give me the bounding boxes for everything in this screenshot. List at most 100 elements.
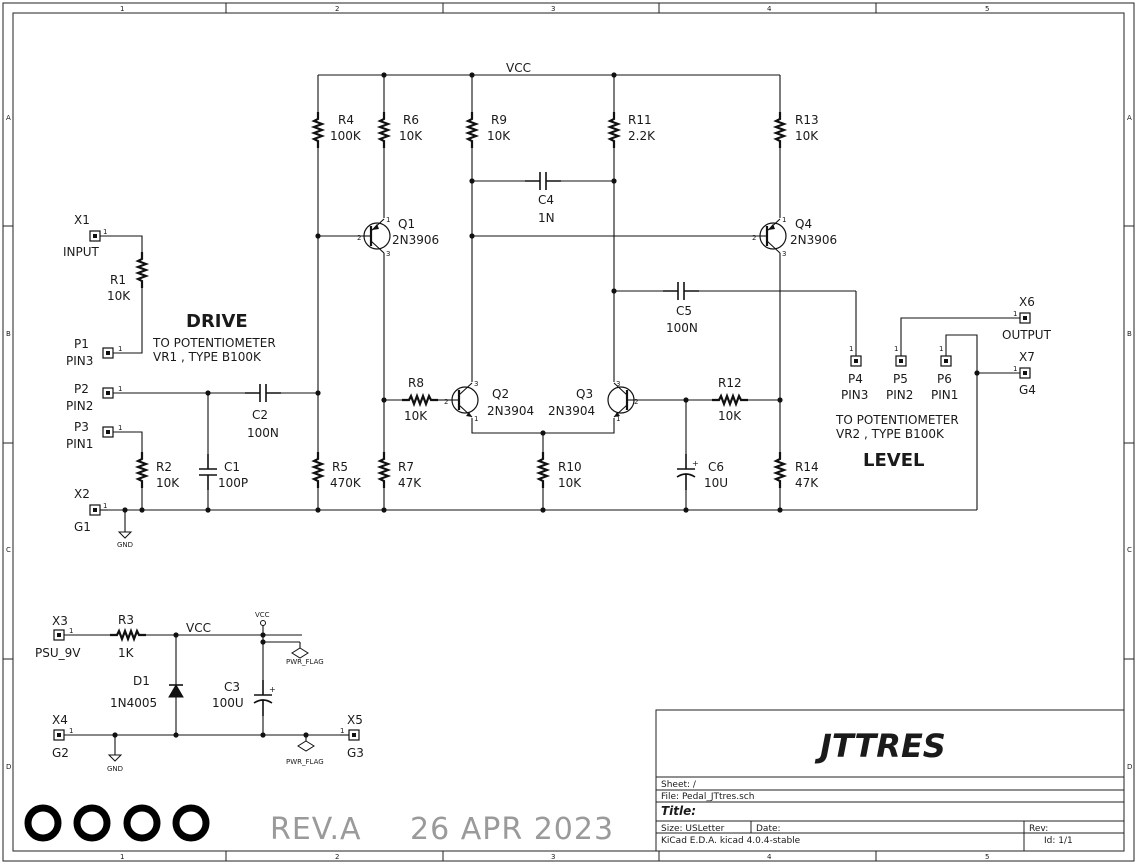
row-label-a-right: A xyxy=(1127,114,1132,122)
r13-value: 10K xyxy=(795,129,819,143)
level-note-line1: TO POTENTIOMETER xyxy=(835,413,959,427)
row-label-b-right: B xyxy=(1127,330,1132,338)
p6-ref: P6 xyxy=(937,372,952,386)
capacitor-c2: C2 100N xyxy=(244,383,282,440)
q1-ref: Q1 xyxy=(398,217,415,231)
x1-name: INPUT xyxy=(63,245,100,259)
d1-ref: D1 xyxy=(133,674,150,688)
x3-name: PSU_9V xyxy=(35,646,81,660)
vcc-flag-symbol: VCC xyxy=(255,611,270,626)
r7-value: 47K xyxy=(398,476,422,490)
p1-ref: P1 xyxy=(74,337,89,351)
p4-name: PIN3 xyxy=(841,388,868,402)
resistor-r9: R9 10K xyxy=(466,110,511,150)
tb-tool: KiCad E.D.A. kicad 4.0.4-stable xyxy=(661,836,801,846)
c6-ref: C6 xyxy=(708,460,724,474)
row-label-d: D xyxy=(6,763,11,771)
svg-text:1: 1 xyxy=(386,216,390,224)
row-label-c-right: C xyxy=(1127,546,1132,554)
r4-value: 100K xyxy=(330,129,362,143)
r1-ref: R1 xyxy=(110,273,126,287)
pwr-flag-symbol-1: PWR_FLAG xyxy=(286,647,324,666)
svg-text:1: 1 xyxy=(118,345,122,353)
connector-x7: 1 X7 G4 xyxy=(1013,350,1036,397)
tb-sheet: Sheet: / xyxy=(661,780,697,790)
diode-d1: D1 1N4005 xyxy=(110,674,184,710)
svg-text:1: 1 xyxy=(616,415,620,423)
x6-ref: X6 xyxy=(1019,295,1035,309)
junctions xyxy=(112,72,980,738)
r5-value: 470K xyxy=(330,476,362,490)
x3-ref: X3 xyxy=(52,614,68,628)
pwr-flag-label-2: PWR_FLAG xyxy=(286,758,324,766)
c2-ref: C2 xyxy=(252,408,268,422)
capacitor-c3: C3 100U xyxy=(212,679,277,717)
svg-text:1: 1 xyxy=(69,627,73,635)
r10-ref: R10 xyxy=(558,460,582,474)
capacitor-c4: C4 1N xyxy=(524,171,562,225)
mounting-hole-2 xyxy=(73,804,111,842)
gnd-symbol-1: GND xyxy=(117,523,133,549)
p2-ref: P2 xyxy=(74,382,89,396)
resistor-r6: R6 10K xyxy=(378,110,423,150)
connector-x1: 1 X1 INPUT xyxy=(63,213,107,259)
resistor-r11: R11 2.2K xyxy=(608,110,656,150)
resistor-r1: R1 10K xyxy=(107,250,148,303)
r8-ref: R8 xyxy=(408,376,424,390)
p3-name: PIN1 xyxy=(66,437,93,451)
x4-name: G2 xyxy=(52,746,69,760)
svg-text:1: 1 xyxy=(103,502,107,510)
svg-text:2: 2 xyxy=(444,398,448,406)
p6-name: PIN1 xyxy=(931,388,958,402)
gnd-label-2: GND xyxy=(107,765,123,773)
col-label-5: 5 xyxy=(985,5,989,13)
q2-ref: Q2 xyxy=(492,387,509,401)
svg-text:2: 2 xyxy=(634,398,638,406)
tb-date-label: Date: xyxy=(756,824,781,834)
level-note-line2: VR2 , TYPE B100K xyxy=(836,427,945,441)
resistor-r10: R10 10K xyxy=(537,450,582,490)
project-title: JTTRES xyxy=(814,727,946,765)
tb-rev-label: Rev: xyxy=(1029,824,1048,834)
r2-value: 10K xyxy=(156,476,180,490)
col-label-5-bottom: 5 xyxy=(985,853,989,861)
net-label-vcc: VCC xyxy=(506,61,531,75)
q2-value: 2N3904 xyxy=(487,404,534,418)
p3-ref: P3 xyxy=(74,420,89,434)
r8-value: 10K xyxy=(404,409,428,423)
c4-ref: C4 xyxy=(538,193,554,207)
transistor-q1: 1 2 3 Q1 2N3906 xyxy=(357,216,439,258)
svg-text:3: 3 xyxy=(616,380,620,388)
col-label-1: 1 xyxy=(120,5,124,13)
connector-x3: 1 X3 PSU_9V xyxy=(35,614,81,660)
svg-text:1: 1 xyxy=(894,345,898,353)
q3-ref: Q3 xyxy=(576,387,593,401)
r14-value: 47K xyxy=(795,476,819,490)
connector-x6: 1 X6 OUTPUT xyxy=(1002,295,1052,342)
q3-value: 2N3904 xyxy=(548,404,595,418)
connector-p5: 1 P5 PIN2 xyxy=(886,345,913,402)
r3-value: 1K xyxy=(118,646,135,660)
col-label-3: 3 xyxy=(551,5,555,13)
svg-text:1: 1 xyxy=(118,424,122,432)
x6-name: OUTPUT xyxy=(1002,328,1052,342)
tb-title-label: Title: xyxy=(661,804,696,818)
p2-name: PIN2 xyxy=(66,399,93,413)
p5-ref: P5 xyxy=(893,372,908,386)
resistor-r13: R13 10K xyxy=(774,110,819,150)
drive-title: DRIVE xyxy=(186,311,248,332)
r3-ref: R3 xyxy=(118,613,134,627)
capacitor-c5: C5 100N xyxy=(662,281,700,335)
svg-text:1: 1 xyxy=(939,345,943,353)
resistor-r7: R7 47K xyxy=(378,450,422,490)
drive-note-line1: TO POTENTIOMETER xyxy=(152,336,276,350)
date-text: 26 APR 2023 xyxy=(410,812,614,847)
x5-ref: X5 xyxy=(347,713,363,727)
connector-p2: 1 P2 PIN2 xyxy=(66,382,122,413)
svg-text:1: 1 xyxy=(69,727,73,735)
resistor-r12: R12 10K xyxy=(710,376,750,423)
r7-ref: R7 xyxy=(398,460,414,474)
q4-value: 2N3906 xyxy=(790,233,837,247)
q4-ref: Q4 xyxy=(795,217,812,231)
